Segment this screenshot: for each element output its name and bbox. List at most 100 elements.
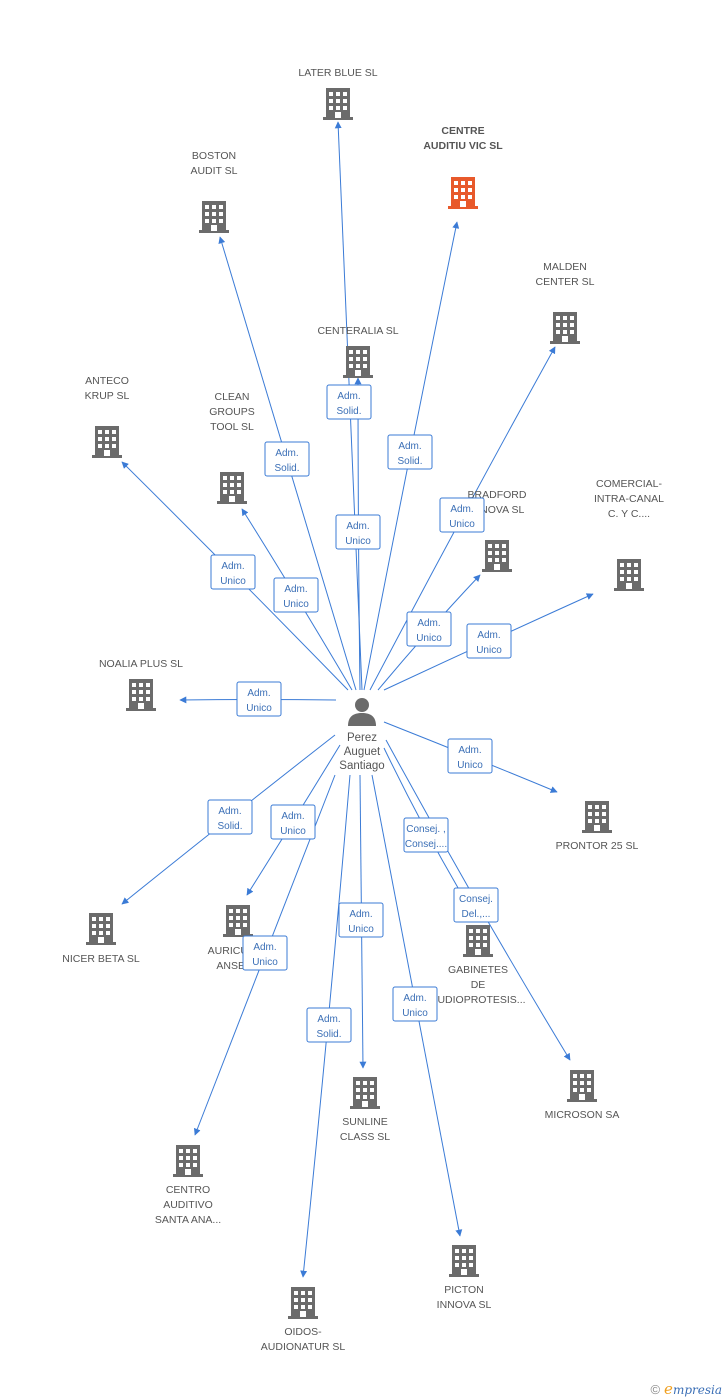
role-label: Adm. [417, 618, 440, 629]
company-label: MALDEN [543, 261, 587, 273]
role-label: Adm. [247, 688, 270, 699]
role-box-frame [338, 902, 384, 938]
company-label: C. Y C.... [608, 508, 650, 520]
company-node-noalia-plus[interactable]: NOALIA PLUS SL [99, 658, 183, 711]
company-label: BOSTON [192, 150, 236, 162]
company-node-oidos-audionatur[interactable]: OIDOS-AUDIONATUR SL [261, 1287, 346, 1353]
person-name: Perez [347, 732, 377, 744]
building-icon [86, 913, 116, 945]
role-box-frame [210, 554, 256, 590]
role-box-gabinetes-audioprotesis[interactable]: Consej. ,Consej.... [403, 817, 449, 853]
building-icon [350, 1077, 380, 1109]
building-icon [449, 1245, 479, 1277]
role-label: Consej.... [405, 839, 447, 850]
company-node-nicer-beta[interactable]: NICER BETA SL [62, 913, 140, 965]
building-icon [482, 540, 512, 572]
role-box-frame [447, 738, 493, 774]
brand-name: mpresia [672, 1383, 722, 1397]
building-icon [448, 177, 478, 209]
role-box-frame [453, 887, 499, 923]
role-box-frame [306, 1007, 352, 1043]
role-box-boston-audit[interactable]: Adm.Solid. [264, 441, 310, 477]
role-label: Solid. [397, 456, 422, 467]
role-label: Unico [416, 633, 442, 644]
building-icon [343, 346, 373, 378]
role-label: Adm. [253, 942, 276, 953]
building-icon [582, 801, 612, 833]
company-node-boston-audit[interactable]: BOSTON AUDIT SL [190, 150, 238, 233]
role-box-frame [335, 514, 381, 550]
role-box-nicer-beta[interactable]: Adm.Solid. [207, 799, 253, 835]
company-label: CLASS SL [340, 1131, 390, 1143]
role-box-picton-innova[interactable]: Adm.Unico [392, 986, 438, 1022]
role-box-microson[interactable]: Consej.Del.,... [453, 887, 499, 923]
building-icon [323, 88, 353, 120]
role-box-prontor-25[interactable]: Adm.Unico [447, 738, 493, 774]
role-label: Unico [449, 519, 475, 530]
role-box-frame [403, 817, 449, 853]
role-box-frame [207, 799, 253, 835]
company-label: TOOL SL [210, 421, 254, 433]
role-box-centro-auditivo-santa-ana[interactable]: Adm.Unico [242, 935, 288, 971]
role-box-oidos-audionatur[interactable]: Adm.Solid. [306, 1007, 352, 1043]
role-label: Adm. [450, 504, 473, 515]
company-node-centeralia[interactable]: CENTERALIA SL [317, 325, 399, 378]
building-icon [567, 1070, 597, 1102]
role-box-frame [406, 611, 452, 647]
role-box-noalia-plus[interactable]: Adm. Unico [236, 681, 282, 717]
role-box-frame [439, 497, 485, 533]
company-label: LATER BLUE SL [298, 67, 377, 79]
role-label: Solid. [217, 821, 242, 832]
company-label: CENTERALIA SL [317, 325, 398, 337]
company-label: OIDOS- [284, 1326, 322, 1338]
role-box-malden-center[interactable]: Adm. Unico [439, 497, 485, 533]
role-label: Unico [280, 826, 306, 837]
role-label: Adm. [458, 745, 481, 756]
role-box-frame [387, 434, 433, 470]
building-icon [173, 1145, 203, 1177]
company-label: CENTRO [166, 1184, 210, 1196]
role-box-centre-auditiu-vic[interactable]: Adm. Solid. [387, 434, 433, 470]
company-label: GROUPS [209, 406, 255, 418]
role-box-frame [242, 935, 288, 971]
role-box-clean-groups-tool[interactable]: Adm.Unico [273, 577, 319, 613]
role-box-later-blue[interactable]: Adm.Solid. [326, 384, 372, 420]
company-label: AUDITIU VIC SL [423, 140, 503, 152]
role-label: Adm. [398, 441, 421, 452]
person-name: Santiago [339, 760, 384, 772]
role-label: Adm. [284, 584, 307, 595]
role-box-auricular-ansera[interactable]: Adm.Unico [270, 804, 316, 840]
company-label: SANTA ANA... [155, 1214, 221, 1226]
role-box-bradford-innova[interactable]: Adm. Unico [406, 611, 452, 647]
building-icon [199, 201, 229, 233]
person-name: Auguet [344, 746, 381, 758]
footer-brand[interactable]: ©empresia [650, 1380, 722, 1398]
role-box-sunline-class[interactable]: Adm.Unico [338, 902, 384, 938]
role-box-comercial-intra-canal[interactable]: Adm.Unico [466, 623, 512, 659]
company-node-gabinetes-audioprotesis[interactable]: GABINETESDEAUDIOPROTESIS... [430, 925, 526, 1006]
role-label: Adm. [346, 521, 369, 532]
building-icon [92, 426, 122, 458]
role-label: Del.,... [462, 909, 491, 920]
role-label: Unico [345, 536, 371, 547]
company-label: AUDIT SL [190, 165, 237, 177]
company-node-prontor-25[interactable]: PRONTOR 25 SL [556, 801, 639, 852]
role-label: Unico [246, 703, 272, 714]
company-node-later-blue[interactable]: LATER BLUE SL [298, 67, 378, 120]
role-box-centeralia[interactable]: Adm. Unico [335, 514, 381, 550]
role-box-anteco-krup[interactable]: Adm.Unico [210, 554, 256, 590]
company-node-microson[interactable]: MICROSON SA [545, 1070, 620, 1121]
role-label: Unico [402, 1008, 428, 1019]
role-label: Adm. [337, 391, 360, 402]
role-box-frame [326, 384, 372, 420]
